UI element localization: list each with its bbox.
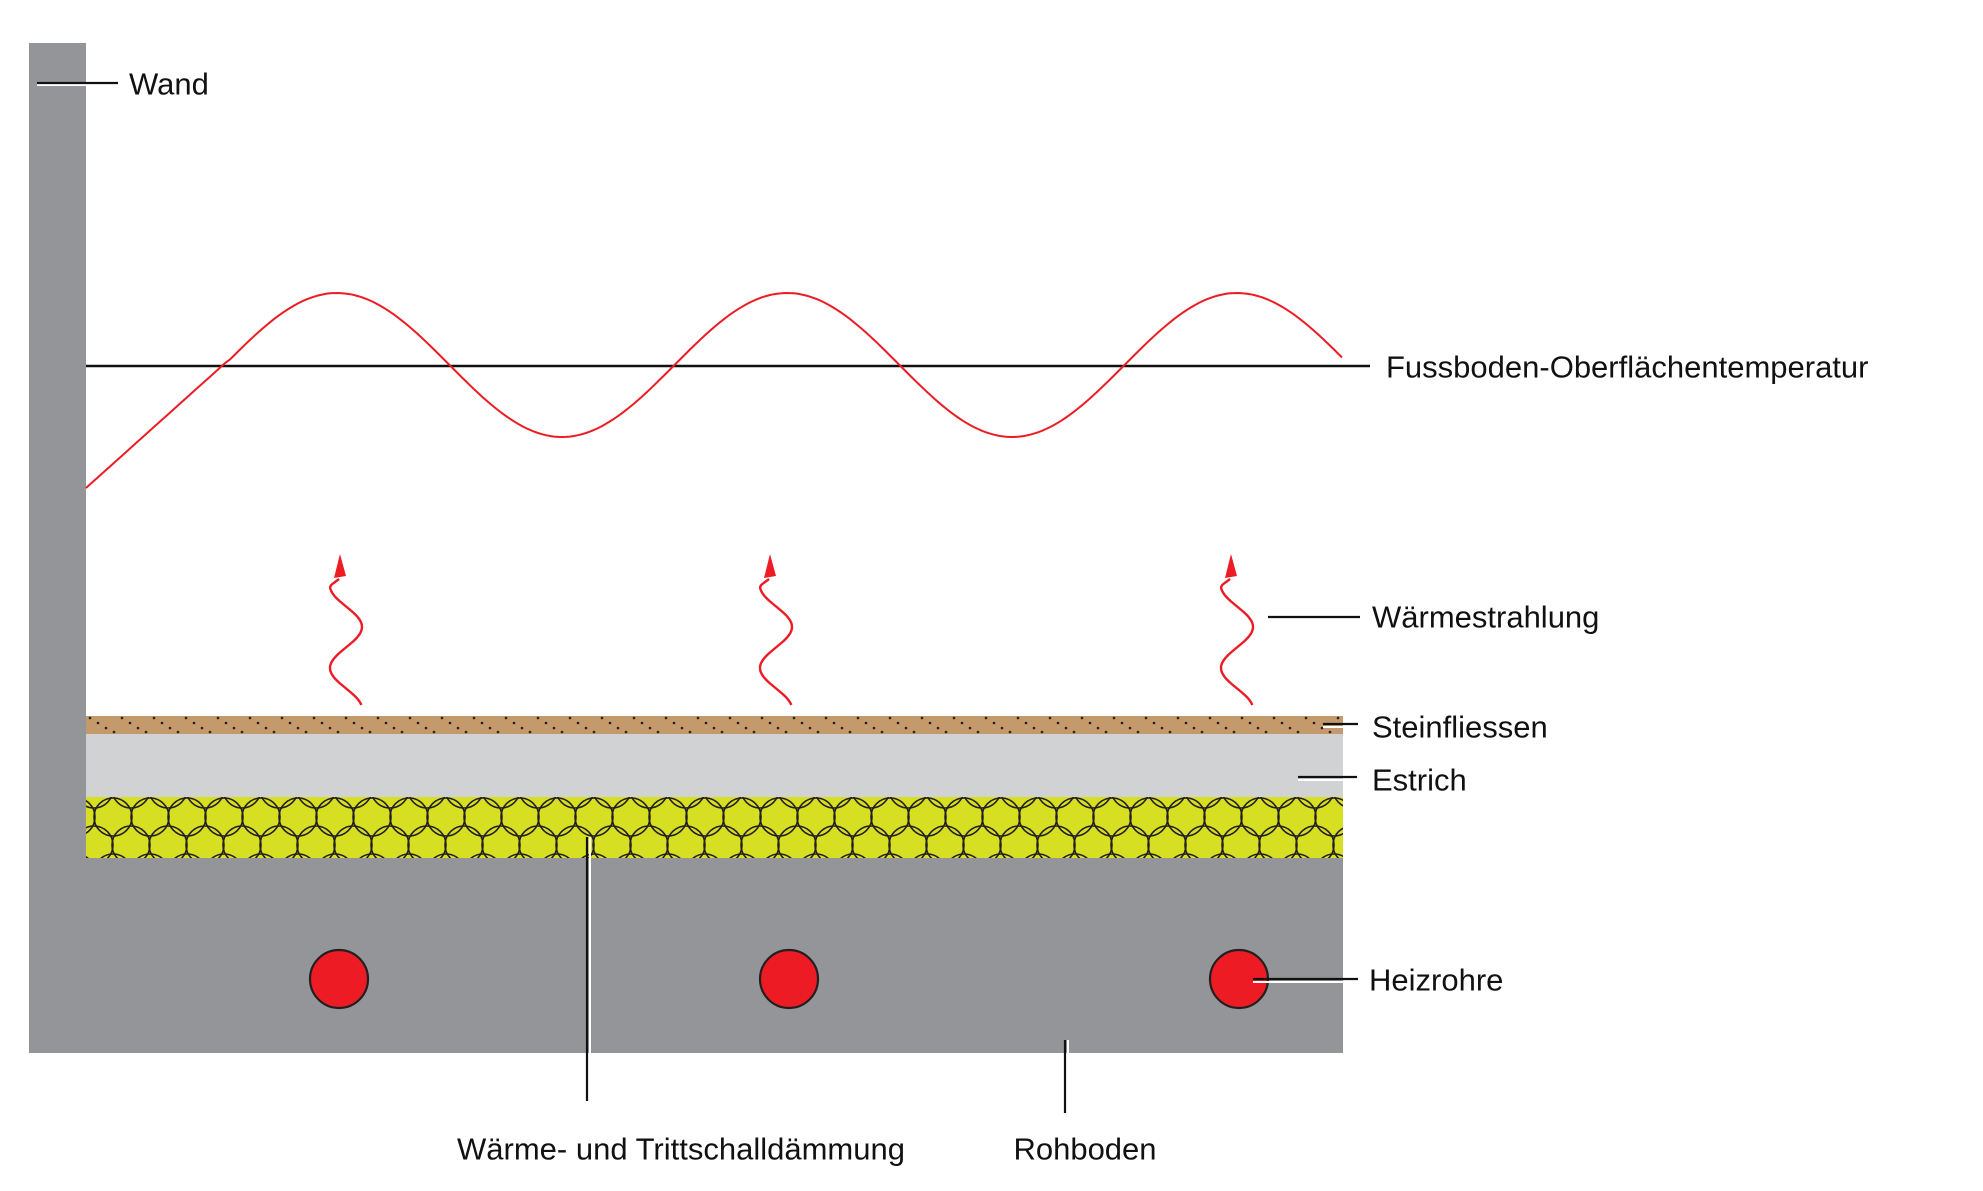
label-pipes: Heizrohre — [1369, 963, 1503, 998]
label-insulation: Wärme- und Trittschalldämmung — [457, 1132, 905, 1167]
heat-radiation-wave-1 — [328, 578, 364, 706]
heating-pipe-2 — [758, 948, 820, 1010]
arrow-up-icon — [1225, 554, 1237, 578]
label-heat-radiation: Wärmestrahlung — [1372, 600, 1599, 635]
label-wall: Wand — [129, 67, 209, 102]
heating-pipe-1 — [308, 948, 370, 1010]
temperature-wave — [85, 291, 1343, 489]
subfloor — [29, 858, 1343, 1053]
tile-layer — [86, 716, 1343, 734]
arrow-up-icon — [764, 554, 776, 578]
heat-radiation-wave-3 — [1219, 578, 1255, 706]
heat-radiation-wave-2 — [758, 578, 794, 706]
label-surface-temperature: Fussboden-Oberflächentemperatur — [1386, 350, 1868, 385]
label-subfloor: Rohboden — [1013, 1132, 1156, 1167]
arrow-up-icon — [334, 554, 346, 578]
label-screed: Estrich — [1372, 763, 1467, 798]
label-tiles: Steinfliessen — [1372, 710, 1548, 745]
insulation-layer — [86, 797, 1343, 858]
screed-layer — [86, 734, 1343, 797]
